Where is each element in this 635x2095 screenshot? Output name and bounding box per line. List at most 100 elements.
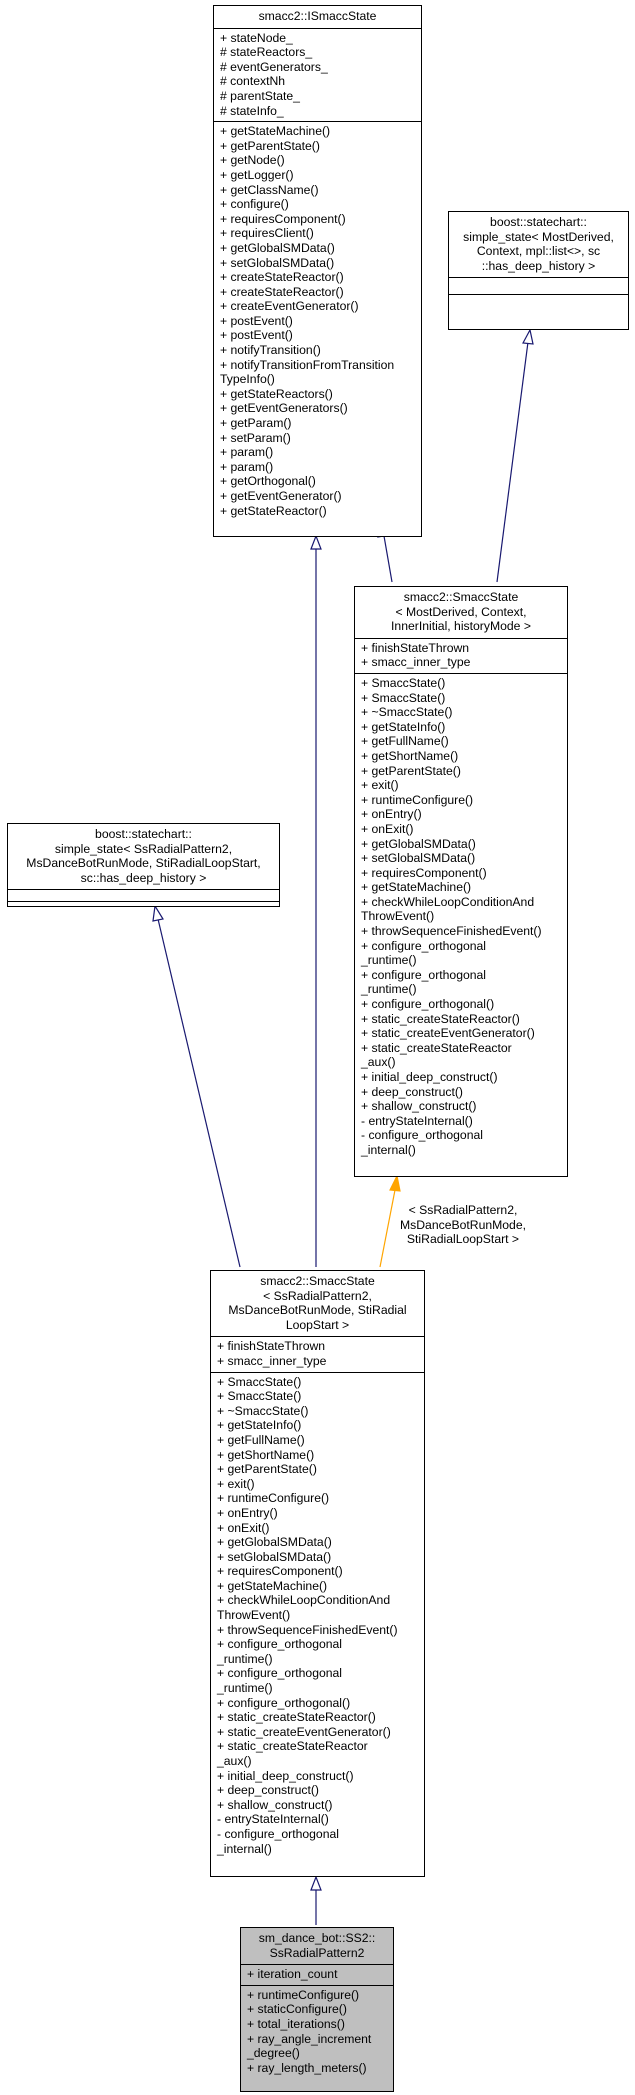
method-item: - entryStateInternal()	[361, 1113, 473, 1128]
class-boost-specific-title: boost::statechart::simple_state< SsRadia…	[8, 824, 279, 889]
class-ismaccstate-title: smacc2::ISmaccState	[214, 6, 421, 28]
edge-smacc-template-to-boost-generic	[496, 341, 529, 583]
class-title-line: < MostDerived, Context,	[395, 604, 527, 619]
method-item: + getFullName()	[361, 734, 449, 749]
method-item: + static_createStateReactor	[361, 1040, 512, 1055]
method-item: + ray_angle_increment	[247, 2031, 372, 2046]
attribute-item: + finishStateThrown	[361, 640, 470, 655]
method-item: + runtimeConfigure()	[217, 1491, 330, 1506]
class-title-line: MsDanceBotRunMode, StiRadialLoopStart,	[26, 856, 261, 871]
class-title-line: smacc2::SmaccState	[403, 590, 519, 604]
method-item: - configure_orthogonal	[361, 1128, 483, 1143]
method-item: _runtime()	[217, 1681, 273, 1696]
method-item: + notifyTransition()	[220, 343, 321, 358]
method-item: + exit()	[361, 778, 399, 793]
method-item: + getGlobalSMData()	[217, 1535, 332, 1550]
label-line: MsDanceBotRunMode,	[400, 1217, 526, 1232]
method-item: + getParentState()	[361, 763, 461, 778]
attribute-item: # eventGenerators_	[220, 59, 328, 74]
class-title-line: LoopStart >	[285, 1317, 350, 1332]
method-item: _internal()	[217, 1841, 272, 1856]
method-item: + getShortName()	[217, 1447, 315, 1462]
method-item: - entryStateInternal()	[217, 1812, 329, 1827]
method-item: + getEventGenerators()	[220, 401, 348, 416]
method-item: + setGlobalSMData()	[220, 255, 335, 270]
method-item: + getFullName()	[217, 1432, 305, 1447]
class-smaccstate-specific[interactable]: smacc2::SmaccState< SsRadialPattern2,MsD…	[210, 1270, 425, 1877]
method-item: + shallow_construct()	[217, 1797, 333, 1812]
class-title-line: simple_state< SsRadialPattern2,	[54, 841, 233, 856]
method-item: + configure_orthogonal	[361, 967, 487, 982]
method-item: + param()	[220, 459, 274, 474]
method-item: _runtime()	[361, 982, 417, 997]
method-item: + checkWhileLoopConditionAnd	[361, 894, 535, 909]
method-item: + getStateMachine()	[220, 124, 331, 139]
arrowhead-boost-specific	[152, 904, 164, 922]
class-title-line: simple_state< MostDerived,	[463, 229, 614, 244]
method-item: + getStateReactors()	[220, 386, 333, 401]
class-boost-simple-state-specific[interactable]: boost::statechart::simple_state< SsRadia…	[7, 823, 280, 907]
method-item: + exit()	[217, 1476, 255, 1491]
method-item: + getParentState()	[217, 1462, 317, 1477]
method-item: + deep_construct()	[217, 1783, 319, 1798]
class-title-line: ::has_deep_history >	[481, 258, 596, 273]
edge-template-binding	[379, 1189, 396, 1268]
class-smaccstate-template-title: smacc2::SmaccState< MostDerived, Context…	[355, 587, 567, 638]
method-item: + configure_orthogonal	[361, 938, 487, 953]
class-boost-generic-attributes	[449, 277, 628, 294]
arrowhead-smacc-specific	[310, 1875, 322, 1891]
method-item: + requiresClient()	[220, 226, 314, 241]
class-boost-simple-state-generic[interactable]: boost::statechart::simple_state< MostDer…	[448, 211, 629, 330]
label-line: StiRadialLoopStart >	[406, 1232, 520, 1247]
class-smaccstate-template-attributes: + finishStateThrown+ smacc_inner_type	[355, 637, 567, 673]
method-item: - configure_orthogonal	[217, 1826, 339, 1841]
method-item: + getOrthogonal()	[220, 474, 316, 489]
class-boost-generic-title: boost::statechart::simple_state< MostDer…	[449, 212, 628, 277]
class-title-line: boost::statechart::	[490, 215, 587, 229]
method-item: + getLogger()	[220, 167, 294, 182]
method-item: + configure_orthogonal	[217, 1637, 343, 1652]
method-item: + param()	[220, 445, 274, 460]
method-item: + onEntry()	[217, 1505, 278, 1520]
method-item: + runtimeConfigure()	[247, 1987, 360, 2002]
class-title-line: boost::statechart::	[95, 827, 192, 841]
method-item: + onEntry()	[361, 807, 422, 822]
method-item: + configure_orthogonal()	[217, 1695, 351, 1710]
class-smaccstate-template[interactable]: smacc2::SmaccState< MostDerived, Context…	[354, 586, 568, 1177]
method-item: + ~SmaccState()	[217, 1403, 309, 1418]
class-title-line: Context, mpl::list<>, sc	[476, 244, 601, 259]
class-title-line: SsRadialPattern2	[269, 1945, 365, 1960]
method-item: + postEvent()	[220, 313, 293, 328]
label-line: < SsRadialPattern2,	[408, 1203, 518, 1217]
edge-smacc-specific-to-boost-specific	[157, 918, 241, 1268]
class-smaccstate-template-methods: + SmaccState()+ SmaccState()+ ~SmaccStat…	[355, 672, 567, 1161]
method-item: + getStateInfo()	[361, 719, 446, 734]
method-item: _aux()	[361, 1055, 396, 1070]
attribute-item: + finishStateThrown	[217, 1339, 326, 1354]
method-item: + ray_length_meters()	[247, 2060, 367, 2075]
method-item: + ~SmaccState()	[361, 705, 453, 720]
method-item: + getEventGenerator()	[220, 489, 342, 503]
class-title-line: smacc2::SmaccState	[260, 1274, 375, 1288]
method-item: + requiresComponent()	[361, 865, 487, 880]
arrowhead-template-binding	[389, 1174, 401, 1192]
edge-smacc-template-to-ismaccstate	[383, 535, 393, 583]
method-item: + createStateReactor()	[220, 270, 344, 285]
method-item: + createStateReactor()	[220, 284, 344, 299]
arrowhead-ismaccstate-from-specific	[310, 534, 322, 550]
attribute-item: # parentState_	[220, 88, 300, 103]
attribute-item: # contextNh	[220, 74, 286, 89]
method-item: + getStateMachine()	[361, 880, 472, 895]
method-item: + onExit()	[217, 1520, 270, 1535]
class-ssradialpattern2-attributes: + iteration_count	[241, 1964, 393, 1985]
method-item: + requiresComponent()	[220, 211, 346, 226]
class-title-line: sm_dance_bot::SS2::	[258, 1931, 376, 1945]
class-ismaccstate[interactable]: smacc2::ISmaccState + stateNode_# stateR…	[213, 5, 422, 537]
class-ssradialpattern2[interactable]: sm_dance_bot::SS2::SsRadialPattern2 + it…	[240, 1927, 394, 2092]
method-item: + getClassName()	[220, 182, 319, 197]
class-boost-specific-attributes	[8, 889, 279, 901]
class-title-line: MsDanceBotRunMode, StiRadial	[228, 1303, 407, 1318]
method-item: + static_createStateReactor	[217, 1739, 368, 1754]
attribute-item: # stateReactors_	[220, 45, 313, 60]
